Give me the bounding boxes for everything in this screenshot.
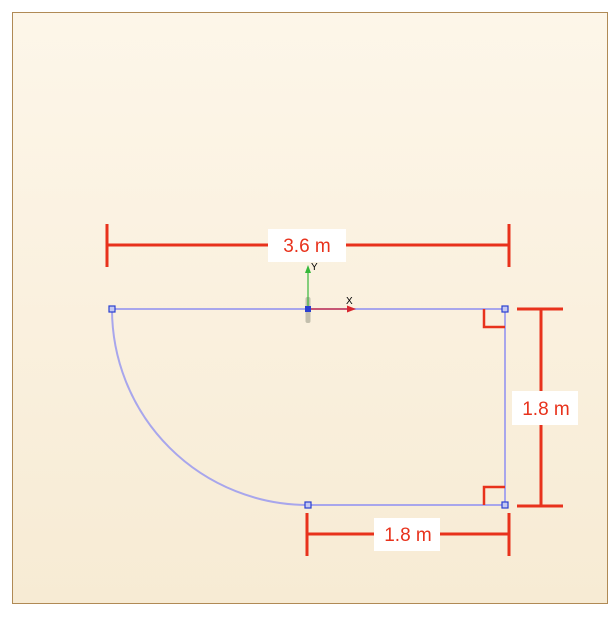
- x-axis-label: X: [346, 296, 353, 307]
- dimension-width-top[interactable]: 3.6 m: [105, 224, 511, 267]
- square-handle-icon[interactable]: [501, 305, 509, 313]
- dimension-height-right[interactable]: 1.8 m: [512, 307, 578, 508]
- dimension-label[interactable]: 1.8 m: [384, 525, 432, 546]
- square-handle-icon[interactable]: [108, 305, 116, 313]
- dimension-width-bottom[interactable]: 1.8 m: [305, 513, 511, 556]
- y-axis-arrow: [305, 265, 311, 273]
- square-handle-icon[interactable]: [501, 501, 509, 509]
- dimension-label[interactable]: 3.6 m: [283, 236, 331, 257]
- right-angle-marker-bottom: [482, 485, 505, 505]
- y-axis-label: Y: [311, 262, 318, 273]
- dimension-label[interactable]: 1.8 m: [522, 399, 570, 420]
- vertex-handles[interactable]: [108, 305, 509, 509]
- dimension-label-box: [268, 229, 346, 262]
- dimension-label-box: [374, 518, 440, 551]
- x-axis-arrow: [347, 305, 356, 313]
- dimension-label-box: [512, 391, 578, 425]
- origin-gizmo-icon[interactable]: Y X: [305, 262, 356, 323]
- right-angle-marker-top: [482, 309, 505, 329]
- shape-outline[interactable]: [111, 308, 506, 506]
- origin-point[interactable]: [305, 306, 311, 312]
- shape-quarter-arc[interactable]: [111, 308, 309, 506]
- square-handle-icon[interactable]: [304, 501, 312, 509]
